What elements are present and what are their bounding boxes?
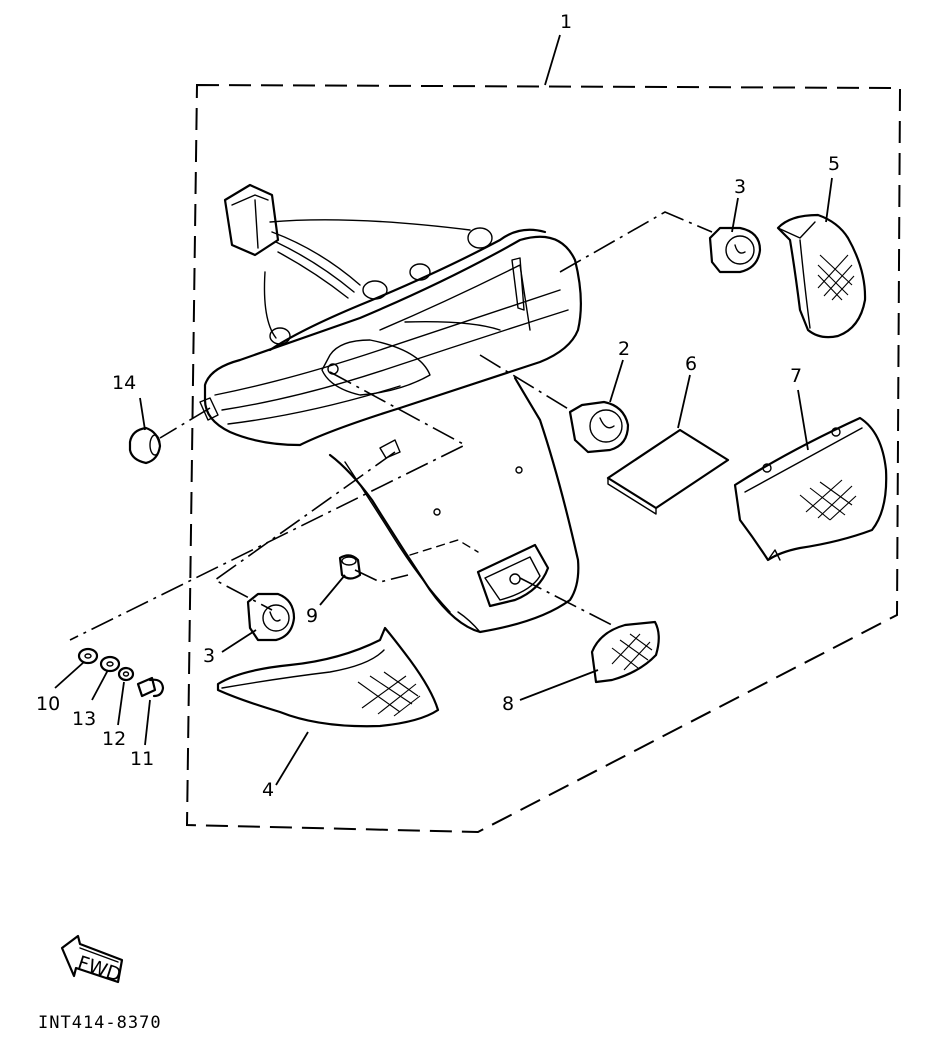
- side-lens-left: [216, 626, 440, 728]
- nut: [338, 554, 362, 580]
- license-lens: [590, 620, 660, 684]
- label-part-11: 11: [130, 748, 154, 770]
- screw: [136, 676, 165, 698]
- label-part-14: 14: [112, 372, 136, 394]
- label-part-1: 1: [560, 11, 572, 33]
- forward-direction-arrow: FWD: [60, 934, 124, 986]
- drawing-code: INT414-8370: [38, 1013, 162, 1033]
- label-part-5: 5: [828, 153, 840, 175]
- label-part-6: 6: [685, 353, 697, 375]
- bulb-lower: [246, 592, 296, 642]
- label-part-4: 4: [262, 779, 274, 801]
- label-part-9: 9: [306, 605, 318, 627]
- sponge-pad: [606, 428, 730, 515]
- label-part-13: 13: [72, 708, 96, 730]
- label-part-2: 2: [618, 338, 630, 360]
- label-part-8: 8: [502, 693, 514, 715]
- leader-lines: [54, 34, 833, 786]
- callout-labels: 1 3 5 2 6 7 14 9 3 10 13 8 12 11 4: [36, 11, 840, 801]
- side-lens-right: [733, 416, 888, 562]
- label-part-3-upper: 3: [734, 176, 746, 198]
- label-part-7: 7: [790, 365, 802, 387]
- label-part-3-lower: 3: [203, 645, 215, 667]
- side-lens-upper: [776, 213, 867, 339]
- hardware-washers: [77, 647, 135, 682]
- grommet: [128, 426, 162, 465]
- bulb-upper: [708, 226, 762, 274]
- stop-bulb: [568, 400, 630, 454]
- label-part-10: 10: [36, 693, 60, 715]
- label-part-12: 12: [102, 728, 126, 750]
- taillight-housing: [199, 183, 582, 634]
- assembly-boundary: [185, 83, 902, 834]
